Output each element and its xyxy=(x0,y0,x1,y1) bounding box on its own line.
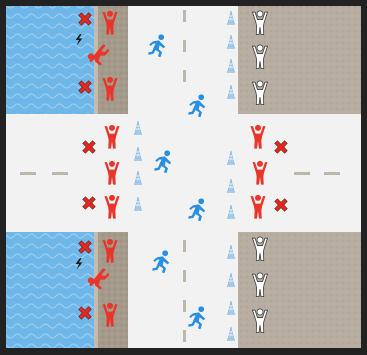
diagram-svg xyxy=(0,0,367,355)
safety-diagram xyxy=(0,0,367,355)
